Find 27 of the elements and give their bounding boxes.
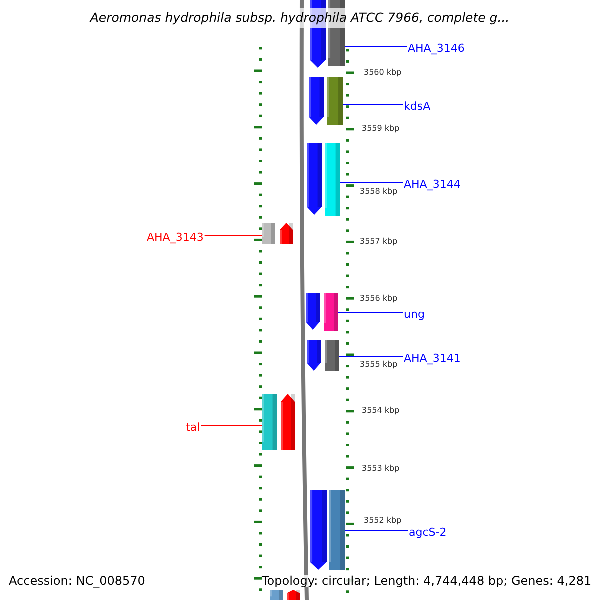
gene-label: AHA_3144 (404, 178, 461, 191)
gene-label: kdsA (404, 100, 431, 113)
gene-label: AHA_3143 (147, 231, 204, 244)
gene-label: ung (404, 308, 425, 321)
tick-label: 3557 kbp (360, 236, 398, 248)
tick-label: 3554 kbp (362, 405, 400, 417)
footer-text: Topology: circular; Length: 4,744,448 bp; Genes: 4,281 (262, 575, 592, 587)
leader-line (340, 182, 404, 183)
tick-label: 3559 kbp (362, 123, 400, 135)
gene-label: tal (186, 421, 200, 434)
gene-label: agcS-2 (409, 526, 447, 539)
tick-label: 3555 kbp (360, 359, 398, 371)
leader-line (338, 356, 404, 357)
gene-label: AHA_3141 (404, 352, 461, 365)
tick-label: 3558 kbp (360, 186, 398, 198)
leader-line (344, 46, 408, 47)
tick-label: 3553 kbp (362, 463, 400, 475)
tick-label: 3552 kbp (364, 515, 402, 527)
leader-line (342, 104, 404, 105)
footer-text: Accession: NC_008570 (9, 575, 146, 587)
leader-line (338, 312, 404, 313)
tick-label: 3560 kbp (364, 67, 402, 79)
leader-line (344, 530, 408, 531)
tick-label: 3556 kbp (360, 293, 398, 305)
leader-line (204, 235, 262, 236)
gene-label: AHA_3146 (408, 42, 465, 55)
leader-line (200, 425, 262, 426)
